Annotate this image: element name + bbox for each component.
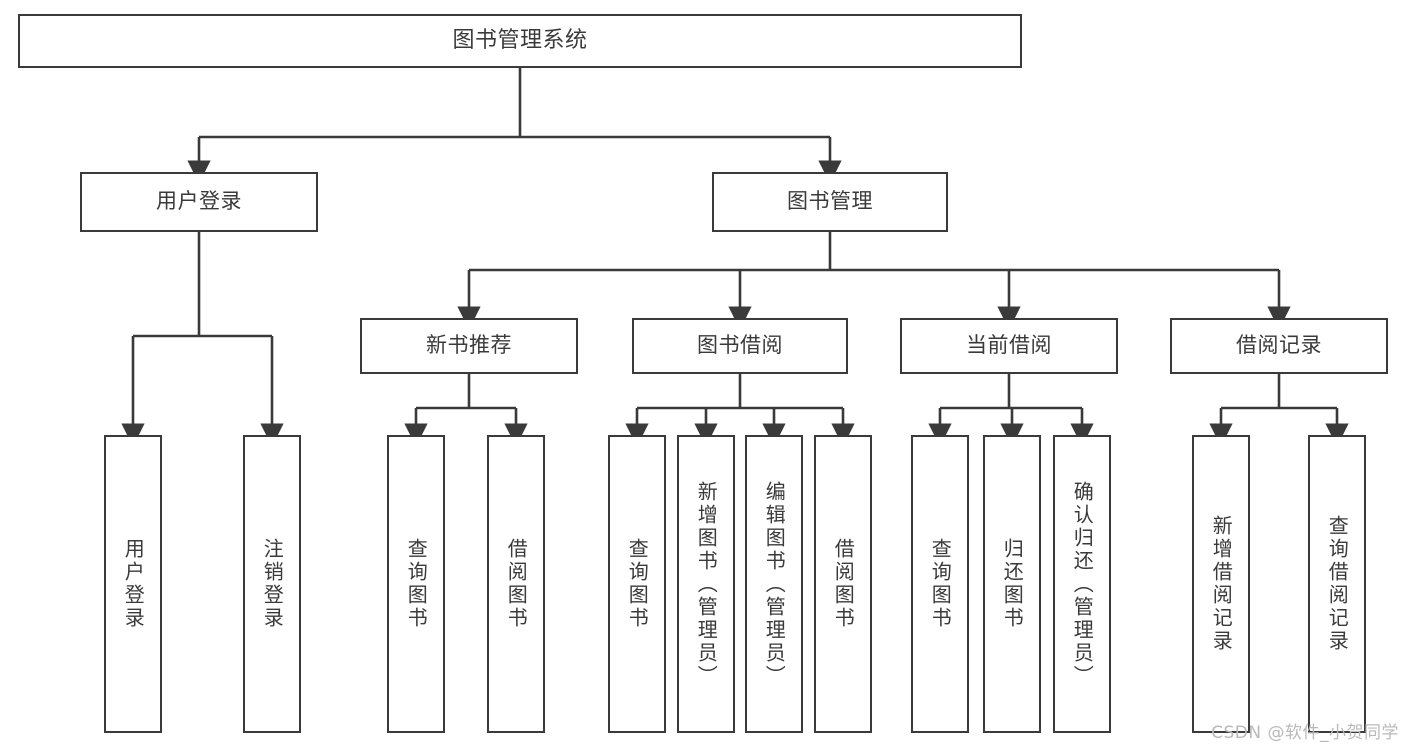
- leaf-node-query-book-3[interactable]: 查询图书: [911, 435, 969, 733]
- watermark-text: CSDN @软件_小贺同学: [1211, 723, 1399, 743]
- node-label: 图书管理: [787, 189, 873, 214]
- node-label: 新增图书（管理员）: [694, 480, 719, 688]
- node-label: 查询借阅记录: [1325, 515, 1350, 653]
- leaf-node-borrow-book-1[interactable]: 借阅图书: [487, 435, 545, 733]
- leaf-node-edit-book-admin[interactable]: 编辑图书（管理员）: [745, 435, 803, 733]
- node-label: 查询图书: [625, 538, 650, 630]
- node-current-borrowing[interactable]: 当前借阅: [900, 318, 1118, 374]
- node-label: 图书借阅: [697, 333, 783, 358]
- node-label: 查询图书: [928, 538, 953, 630]
- leaf-node-borrow-book-2[interactable]: 借阅图书: [814, 435, 872, 733]
- leaf-node-query-borrow-record[interactable]: 查询借阅记录: [1308, 435, 1366, 733]
- node-book-borrowing[interactable]: 图书借阅: [632, 318, 848, 374]
- node-book-management-system[interactable]: 图书管理系统: [18, 14, 1022, 68]
- leaf-node-query-book-2[interactable]: 查询图书: [608, 435, 666, 733]
- leaf-node-return-book[interactable]: 归还图书: [983, 435, 1041, 733]
- node-label: 注销登录: [260, 538, 285, 630]
- node-label: 编辑图书（管理员）: [762, 480, 787, 688]
- node-label: 借阅记录: [1236, 333, 1322, 358]
- node-label: 图书管理系统: [452, 27, 588, 53]
- node-label: 用户登录: [156, 189, 242, 214]
- leaf-node-add-book-admin[interactable]: 新增图书（管理员）: [677, 435, 735, 733]
- node-book-management[interactable]: 图书管理: [712, 172, 948, 232]
- node-label: 新书推荐: [426, 333, 512, 358]
- node-label: 查询图书: [404, 538, 429, 630]
- node-label: 借阅图书: [831, 538, 856, 630]
- leaf-node-user-login[interactable]: 用户登录: [104, 435, 162, 733]
- node-label: 用户登录: [121, 538, 146, 630]
- node-label: 归还图书: [1000, 538, 1025, 630]
- node-label: 确认归还（管理员）: [1070, 480, 1095, 688]
- leaf-node-logout[interactable]: 注销登录: [243, 435, 301, 733]
- leaf-node-confirm-return-admin[interactable]: 确认归还（管理员）: [1053, 435, 1111, 733]
- leaf-node-query-book-1[interactable]: 查询图书: [387, 435, 445, 733]
- node-user-login[interactable]: 用户登录: [80, 172, 318, 232]
- node-label: 借阅图书: [504, 538, 529, 630]
- node-label: 当前借阅: [966, 333, 1052, 358]
- node-label: 新增借阅记录: [1209, 515, 1234, 653]
- leaf-node-add-borrow-record[interactable]: 新增借阅记录: [1192, 435, 1250, 733]
- node-borrowing-record[interactable]: 借阅记录: [1170, 318, 1388, 374]
- node-new-book-recommendation[interactable]: 新书推荐: [360, 318, 578, 374]
